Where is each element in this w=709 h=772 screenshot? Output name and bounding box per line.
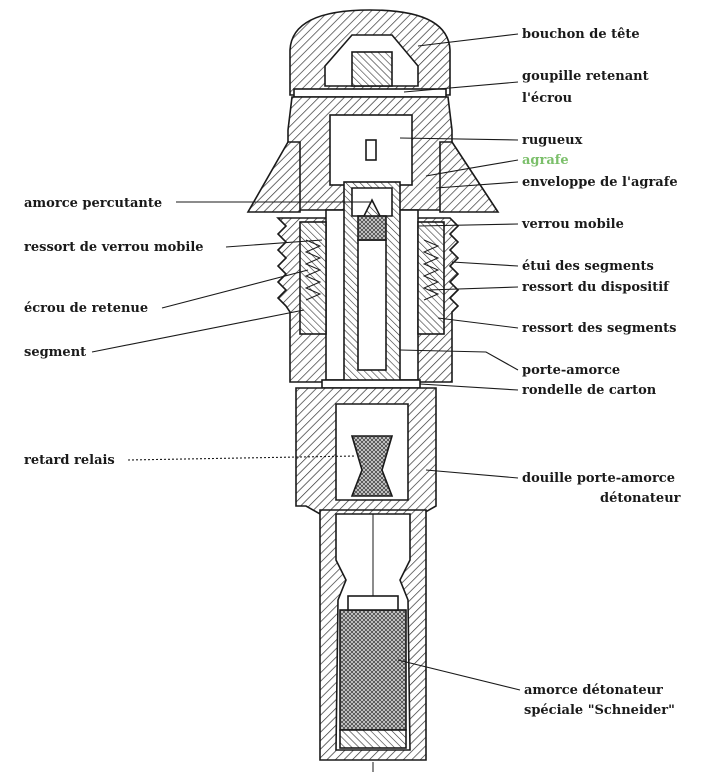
detonator-base <box>339 729 407 749</box>
leader-agrafe <box>425 159 519 177</box>
label-amorce-det-line2: spéciale "Schneider" <box>524 703 675 718</box>
detonator-cap <box>347 595 399 611</box>
fuse-drawing <box>246 9 500 772</box>
detonator-charge <box>339 609 407 731</box>
label-etui-segments: étui des segments <box>522 259 654 274</box>
left-flange <box>246 141 301 213</box>
label-douille-line2: détonateur <box>600 491 681 506</box>
leader-ressort-segments <box>437 317 519 329</box>
leader-rondelle <box>419 383 519 391</box>
label-agrafe: agrafe <box>522 153 569 168</box>
percussion-primer <box>351 187 393 217</box>
callout-labels: bouchon de tête goupille retenant l'écro… <box>24 27 681 718</box>
leader-verrou <box>417 223 519 227</box>
primer-plug <box>357 215 387 241</box>
leader-ressort-dispositif <box>427 286 519 291</box>
label-amorce-percutante: amorce percutante <box>24 196 162 211</box>
label-amorce-det-line1: amorce détonateur <box>524 683 663 698</box>
leader-rugueux <box>399 137 519 141</box>
label-ressort-verrou-mobile: ressort de verrou mobile <box>24 240 204 255</box>
label-rugueux: rugueux <box>522 133 583 148</box>
label-bouchon-de-tete: bouchon de tête <box>522 27 640 42</box>
label-verrou-mobile: verrou mobile <box>521 217 624 232</box>
label-rondelle-carton: rondelle de carton <box>522 383 657 398</box>
label-segment: segment <box>24 345 86 360</box>
leader-douille <box>425 469 519 479</box>
label-ecrou-retenue: écrou de retenue <box>24 301 148 316</box>
cardboard-washer <box>321 379 421 389</box>
leader-ecrou <box>161 269 309 309</box>
leader-enveloppe <box>435 181 519 189</box>
leader-goupille <box>403 81 519 93</box>
leader-segment <box>91 309 305 353</box>
left-spring <box>304 239 322 301</box>
leader-ressort-verrou <box>225 239 323 248</box>
leader-lines <box>91 33 521 691</box>
firing-pin <box>365 139 377 161</box>
label-retard-relais: retard relais <box>24 453 115 468</box>
leader-porte-amorce <box>399 349 519 371</box>
label-enveloppe-agrafe: enveloppe de l'agrafe <box>522 175 678 190</box>
label-goupille-line1: goupille retenant <box>522 69 649 84</box>
right-flange <box>439 141 500 213</box>
label-goupille-line2: l'écrou <box>522 91 572 106</box>
right-segment-housing <box>417 221 445 335</box>
label-ressort-segments: ressort des segments <box>522 321 677 336</box>
relay-delay <box>350 435 394 497</box>
leader-amorce-det <box>397 659 521 691</box>
leader-etui <box>451 261 519 267</box>
label-douille-line1: douille porte-amorce <box>522 471 675 486</box>
label-porte-amorce: porte-amorce <box>522 363 620 378</box>
label-ressort-dispositif: ressort du dispositif <box>522 280 670 295</box>
left-segment-housing <box>299 221 327 335</box>
primer-carrier-bore <box>357 239 387 371</box>
head-screw <box>351 51 393 87</box>
leader-bouchon <box>417 33 519 47</box>
